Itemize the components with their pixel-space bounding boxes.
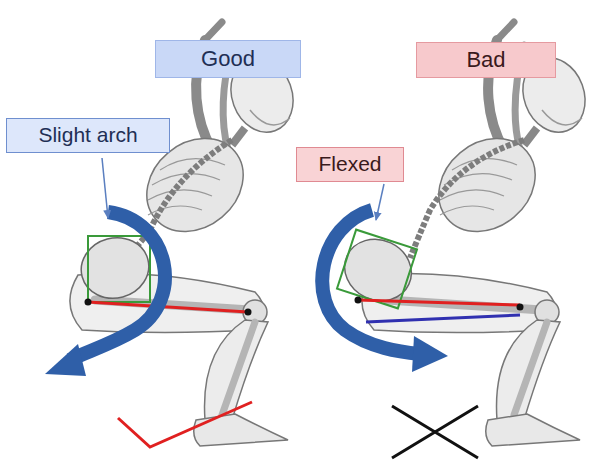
label-text: Flexed (307, 152, 393, 176)
bad-label-box: Bad (416, 42, 556, 78)
label-text: Slight arch (17, 123, 159, 147)
callout-box: Slight arch (6, 118, 170, 153)
label-text: Bad (427, 47, 545, 72)
callout-box: Flexed (296, 147, 404, 182)
label-text: Good (166, 46, 290, 71)
good-label-box: Good (155, 40, 301, 78)
